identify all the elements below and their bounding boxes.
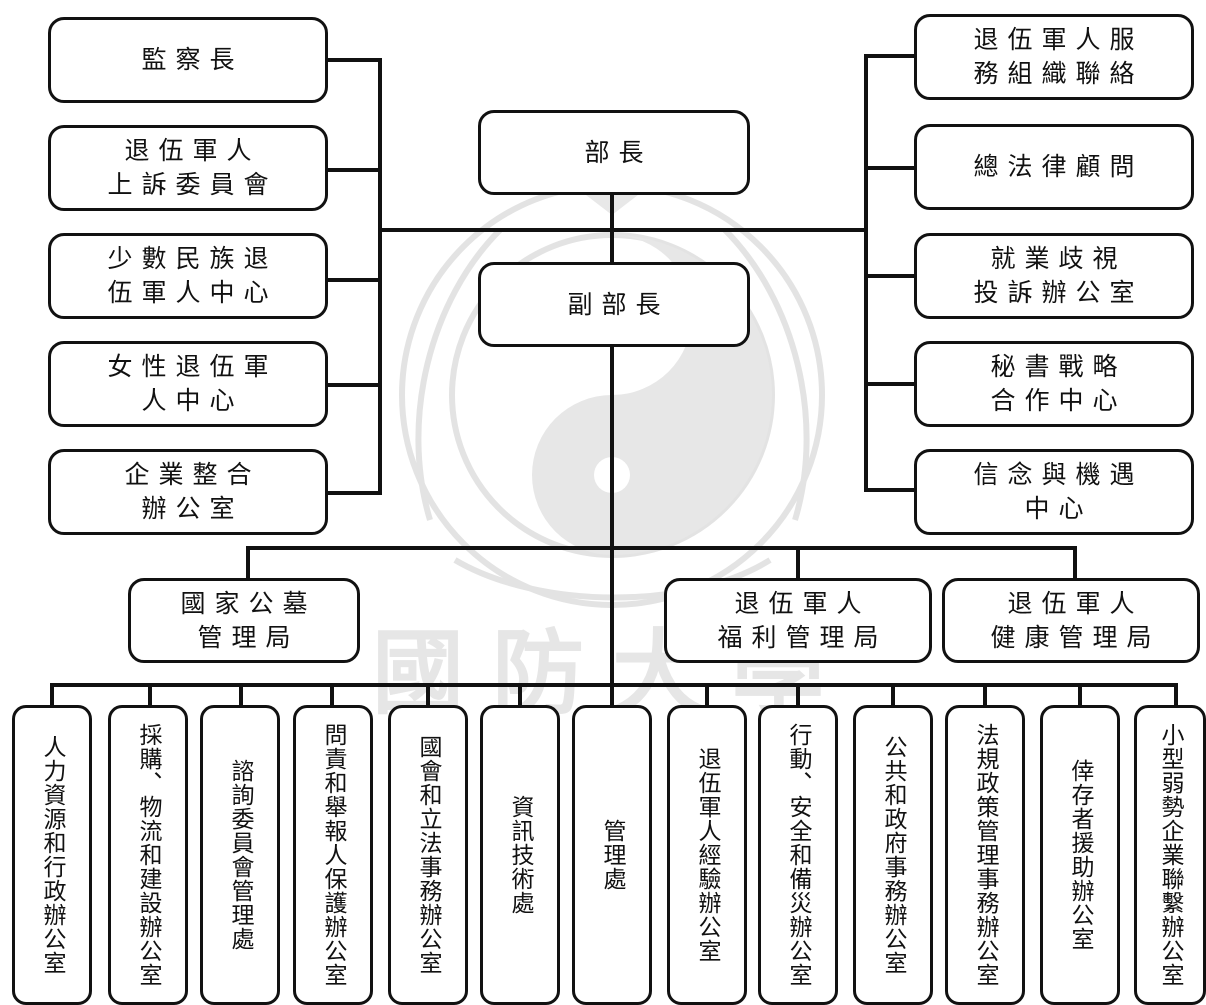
left-unit-box: 退伍軍人上訴委員會 (48, 125, 328, 211)
left-unit-box: 少數民族退伍軍人中心 (48, 233, 328, 319)
office-box: 退伍軍人經驗辦公室 (667, 705, 747, 1005)
office-label: 行動、安全和備災辦公室 (785, 723, 811, 987)
right-unit-box: 秘書戰略合作中心 (914, 341, 1194, 427)
office-box: 公共和政府事務辦公室 (853, 705, 933, 1005)
office-box: 國會和立法事務辦公室 (388, 705, 468, 1005)
administration-box: 國家公墓管理局 (128, 578, 360, 663)
left-unit-label: 監察長 (141, 45, 244, 74)
minister-label: 部長 (584, 137, 653, 167)
office-box: 小型弱勢企業聯繫辦公室 (1134, 705, 1206, 1005)
right-unit-box: 總法律顧問 (914, 124, 1194, 210)
administration-label: 退伍軍人福利管理局 (717, 588, 888, 652)
right-unit-label: 秘書戰略合作中心 (990, 352, 1127, 415)
office-box: 法規政策管理事務辦公室 (945, 705, 1025, 1005)
office-box: 諮詢委員會管理處 (200, 705, 280, 1005)
office-label: 倖存者援助辦公室 (1067, 759, 1093, 951)
left-unit-label: 少數民族退伍軍人中心 (107, 244, 278, 307)
office-label: 退伍軍人經驗辦公室 (694, 747, 720, 963)
left-unit-label: 退伍軍人上訴委員會 (107, 136, 278, 199)
office-label: 小型弱勢企業聯繫辦公室 (1157, 723, 1183, 987)
administration-label: 國家公墓管理局 (180, 588, 317, 652)
left-unit-label: 企業整合辦公室 (124, 460, 261, 523)
office-label: 公共和政府事務辦公室 (880, 735, 906, 975)
office-label: 法規政策管理事務辦公室 (972, 723, 998, 987)
office-box: 行動、安全和備災辦公室 (758, 705, 838, 1005)
right-unit-box: 信念與機遇中心 (914, 449, 1194, 535)
right-unit-box: 退伍軍人服務組織聯絡 (914, 14, 1194, 100)
office-label: 資訊技術處 (507, 795, 533, 915)
deputy-minister-box: 副部長 (478, 262, 750, 347)
left-unit-box: 監察長 (48, 17, 328, 103)
office-box: 倖存者援助辦公室 (1040, 705, 1120, 1005)
right-unit-box: 就業歧視投訴辦公室 (914, 233, 1194, 319)
right-unit-label: 信念與機遇中心 (973, 460, 1144, 523)
deputy-minister-label: 副部長 (567, 289, 670, 319)
left-unit-box: 企業整合辦公室 (48, 449, 328, 535)
office-box: 資訊技術處 (480, 705, 560, 1005)
left-unit-box: 女性退伍軍人中心 (48, 341, 328, 427)
office-box: 問責和舉報人保護辦公室 (293, 705, 373, 1005)
right-unit-label: 退伍軍人服務組織聯絡 (973, 25, 1144, 88)
office-label: 人力資源和行政辦公室 (39, 735, 65, 975)
office-box: 管理處 (572, 705, 652, 1005)
administration-label: 退伍軍人健康管理局 (990, 588, 1161, 652)
office-box: 人力資源和行政辦公室 (12, 705, 92, 1005)
office-label: 問責和舉報人保護辦公室 (320, 723, 346, 987)
right-unit-label: 就業歧視投訴辦公室 (973, 244, 1144, 307)
office-label: 採購、物流和建設辦公室 (135, 723, 161, 987)
left-unit-label: 女性退伍軍人中心 (107, 352, 278, 415)
office-box: 採購、物流和建設辦公室 (108, 705, 188, 1005)
office-label: 管理處 (599, 819, 625, 891)
administration-box: 退伍軍人健康管理局 (942, 578, 1200, 663)
office-label: 國會和立法事務辦公室 (415, 735, 441, 975)
administration-box: 退伍軍人福利管理局 (664, 578, 932, 663)
minister-box: 部長 (478, 110, 750, 195)
right-unit-label: 總法律顧問 (973, 152, 1144, 181)
office-label: 諮詢委員會管理處 (227, 759, 253, 951)
